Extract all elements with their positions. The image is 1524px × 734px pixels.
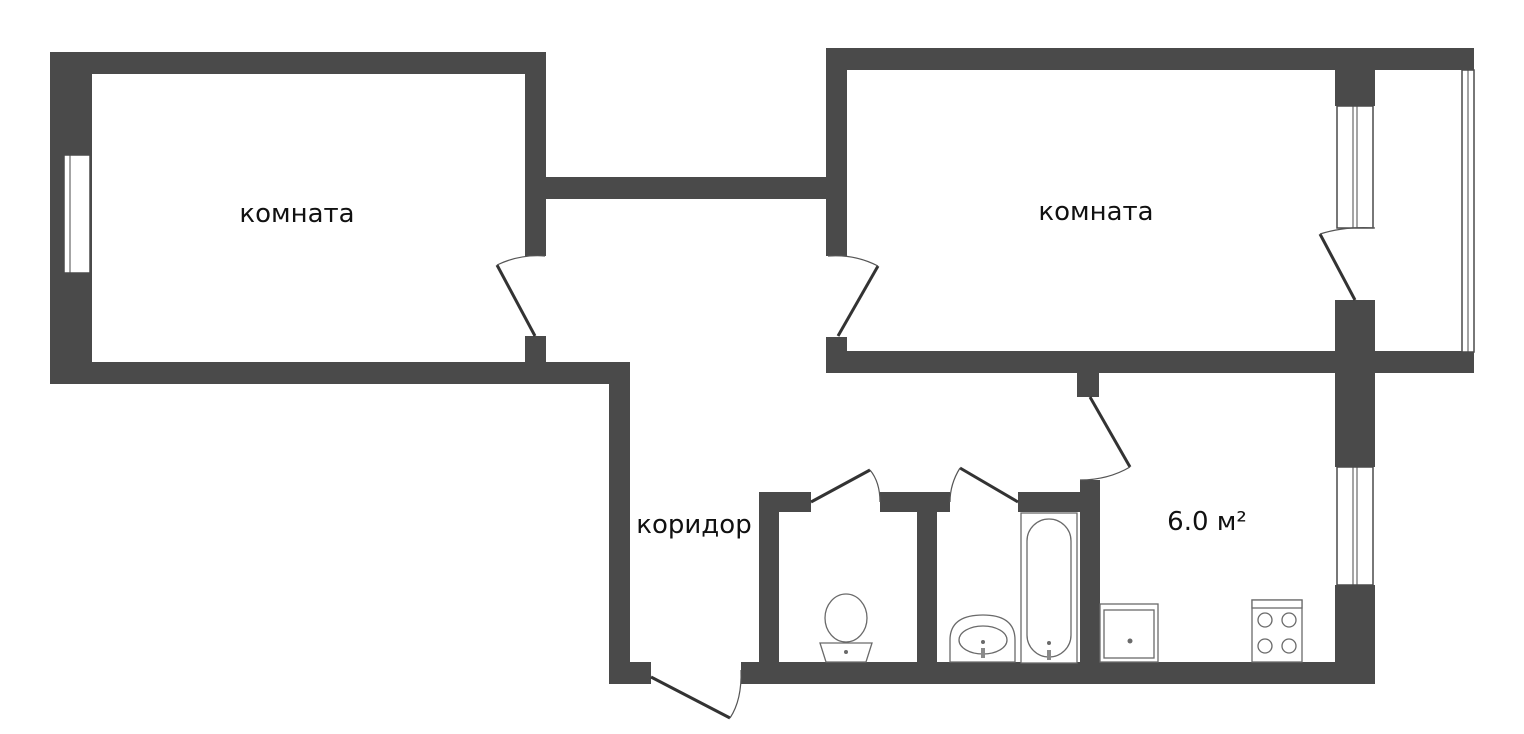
balcony [1461,69,1475,353]
stove-icon [1251,599,1303,663]
kitchen-sink-icon [1099,603,1159,663]
corridor-walls [609,362,1375,684]
toilet-icon [819,593,873,663]
room-left-label: комната [239,199,354,229]
sink-icon [949,614,1016,663]
door-balcony [1318,227,1376,301]
kitchen-window [1336,466,1374,586]
left-window [63,154,91,274]
right-room-window [1336,105,1374,229]
kitchen-walls [1335,351,1375,684]
room-right-label: комната [1038,197,1153,227]
bathroom-walls [1018,371,1100,664]
right-room-walls [826,48,1474,373]
door-entrance [650,669,742,720]
door-bathroom [949,466,1019,504]
kitchen-area-label: 6.0 м² [1167,507,1247,537]
door-kitchen [1079,396,1132,481]
middle-wall [546,177,828,199]
door-toilet [810,468,881,504]
door-left-room [495,255,546,337]
door-right-room [827,255,880,337]
bathtub-icon [1020,512,1078,664]
toilet-walls [759,492,950,664]
corridor-label: коридор [636,510,751,540]
